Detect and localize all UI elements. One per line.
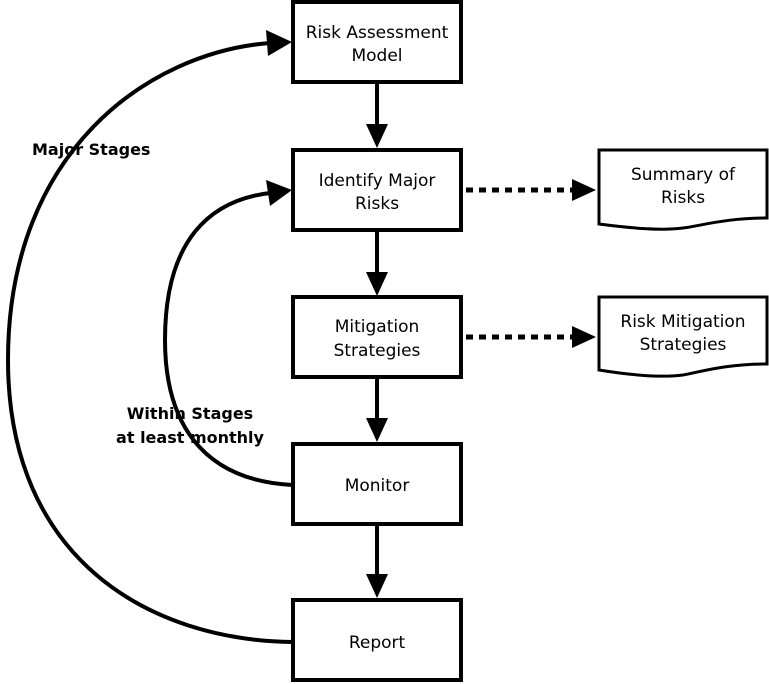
risk-mitigation-strategies-label-line2: Strategies — [640, 335, 727, 355]
risk-assessment-model-label-line1: Risk Assessment — [306, 23, 449, 43]
major-stages-label: Major Stages — [32, 140, 150, 159]
connector-risk-to-identify-arrowhead — [366, 124, 388, 148]
summary-of-risks-document: Summary of Risks — [597, 148, 769, 231]
summary-of-risks-label-line2: Risks — [661, 188, 705, 208]
major-stages-loop-arrowhead — [266, 30, 292, 56]
report-label: Report — [349, 633, 406, 653]
identify-major-risks-node: Identify Major Risks — [291, 148, 463, 232]
within-stages-loop-arrowhead — [266, 180, 292, 206]
mitigation-strategies-node: Mitigation Strategies — [291, 295, 463, 379]
identify-major-risks-label-line2: Risks — [355, 194, 399, 214]
monitor-node: Monitor — [291, 442, 463, 526]
dotted-mitigation-to-risk-mitigation-arrowhead — [572, 326, 596, 348]
connector-monitor-to-report-arrowhead — [366, 574, 388, 598]
within-stages-label-line2: at least monthly — [116, 428, 264, 447]
connector-mitigation-to-monitor-arrowhead — [366, 418, 388, 442]
summary-of-risks-label-line1: Summary of — [631, 165, 736, 185]
mitigation-strategies-label-line1: Mitigation — [335, 317, 420, 337]
major-stages-loop-curve — [5, 41, 293, 644]
mitigation-strategies-label-line2: Strategies — [334, 341, 421, 361]
risk-mitigation-strategies-document: Risk Mitigation Strategies — [597, 295, 769, 378]
identify-major-risks-label-line1: Identify Major — [319, 171, 436, 191]
dotted-identify-to-summary-arrowhead — [572, 179, 596, 201]
connector-identify-to-mitigation-arrowhead — [366, 272, 388, 296]
risk-mitigation-strategies-label-line1: Risk Mitigation — [620, 312, 745, 332]
risk-assessment-model-node: Risk Assessment Model — [291, 0, 463, 84]
within-stages-loop-curve — [162, 191, 293, 487]
monitor-label: Monitor — [345, 476, 410, 496]
report-node: Report — [291, 598, 463, 682]
within-stages-label-line1: Within Stages — [127, 404, 253, 423]
risk-assessment-model-label-line2: Model — [351, 46, 402, 66]
